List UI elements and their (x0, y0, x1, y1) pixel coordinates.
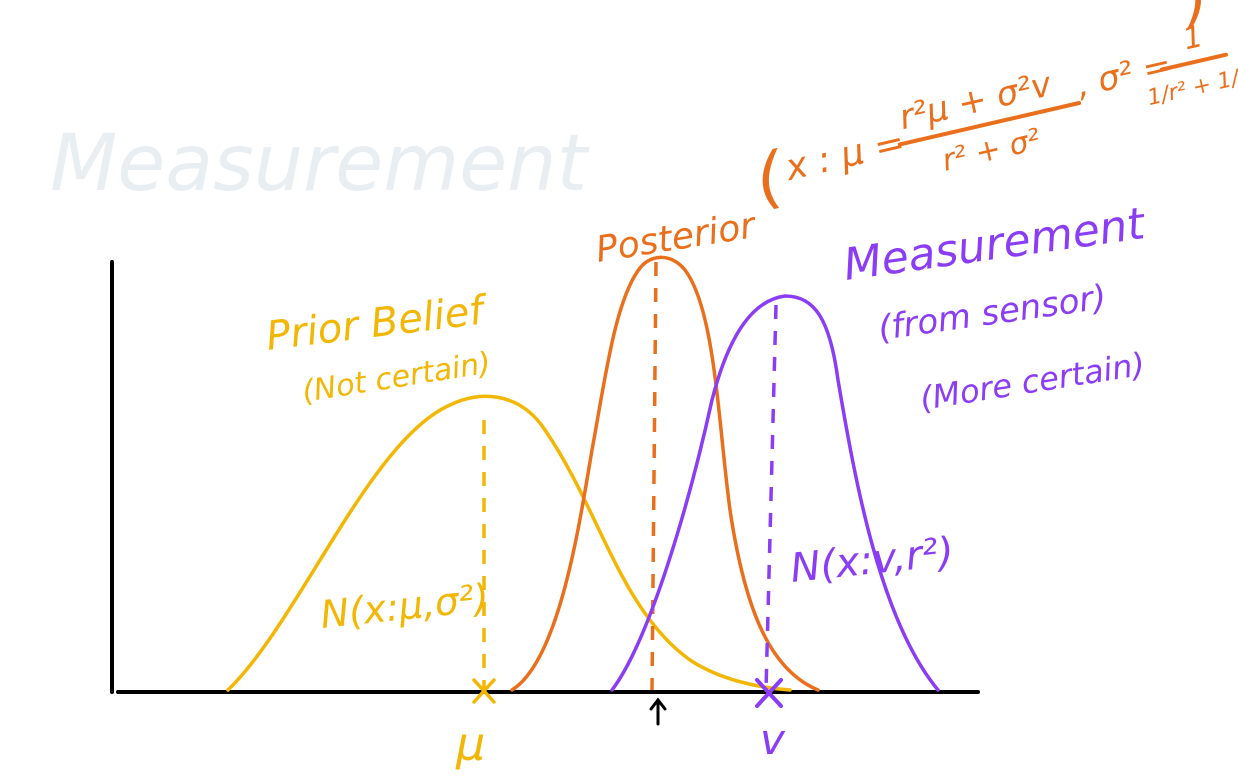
formula-variance-bar (1159, 52, 1229, 72)
posterior-mean-line (650, 261, 658, 691)
ghost-heading: Measurement (50, 119, 590, 209)
prior-curve (226, 394, 792, 692)
axes (110, 260, 980, 694)
measurement-mean-line (764, 304, 778, 691)
prior-mean-label: μ (455, 717, 485, 771)
measurement-distribution: N(x:v,r²) (788, 529, 956, 592)
posterior-formula: ( x : μ = r²μ + σ²v r² + σ² , σ² = 1 1/r… (748, 0, 1238, 219)
posterior-arrow-icon (649, 697, 667, 726)
measurement-note-sensor: (from sensor) (876, 277, 1109, 349)
formula-close-paren: ) (1173, 0, 1215, 36)
measurement-mean-mark (755, 678, 783, 708)
measurement-mean-label: v (760, 715, 786, 764)
prior-title: Prior Belief (264, 287, 492, 360)
formula-lhs: x : μ = (781, 122, 909, 189)
measurement-note-certain: (More certain) (917, 345, 1147, 418)
measurement-curve (610, 294, 940, 692)
prior-mean-mark (472, 678, 496, 704)
formula-fraction-bar (897, 101, 1082, 147)
posterior-curve (510, 255, 820, 692)
prior-distribution: N(x:μ,σ²) (318, 576, 491, 637)
